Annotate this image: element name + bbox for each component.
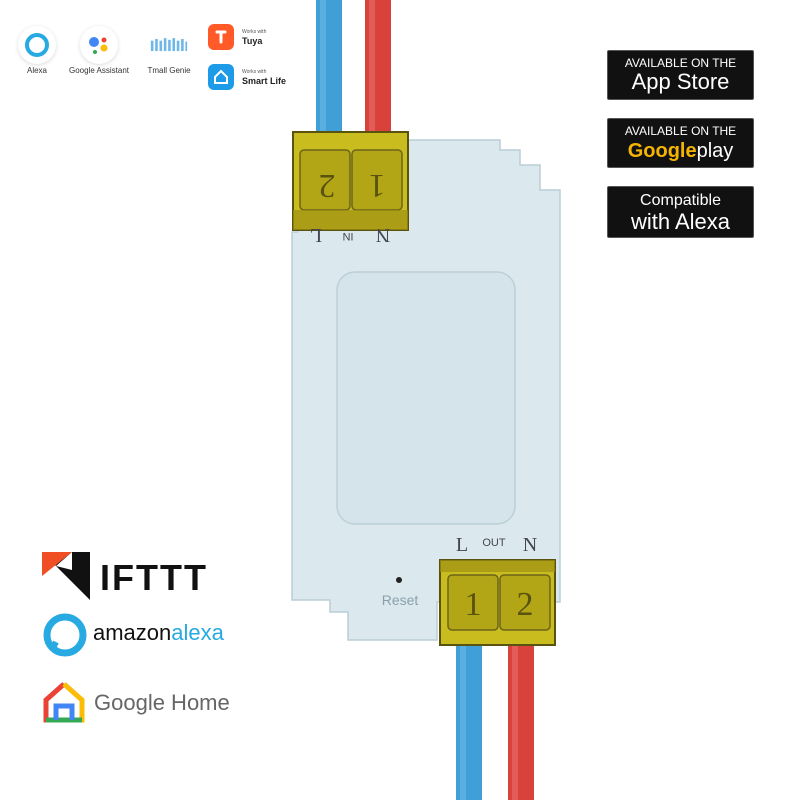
google-wordmark: Google bbox=[627, 140, 697, 162]
google-home-icon bbox=[43, 682, 85, 723]
reset-hole bbox=[396, 577, 402, 583]
alexa-compatible-badge[interactable]: Compatible with Alexa bbox=[607, 186, 754, 238]
tmall-genie-item: Tmall Genie bbox=[136, 20, 202, 75]
google-assistant-icon bbox=[80, 26, 118, 64]
top-terminal-2: 2 bbox=[319, 167, 336, 204]
bottom-terminal-2: 2 bbox=[517, 586, 534, 623]
smart-life-big-text: Smart Life bbox=[242, 76, 287, 86]
amazon-alexa-icon bbox=[43, 613, 87, 657]
alexa-label: Alexa bbox=[26, 66, 47, 75]
works-with-smart-life: Works with Smart Life bbox=[208, 64, 308, 90]
bottom-terminal-1: 1 bbox=[465, 586, 482, 623]
alexa-app-item: Alexa bbox=[4, 20, 70, 75]
tmall-genie-label: Tmall Genie bbox=[147, 66, 191, 75]
top-label-n: N bbox=[376, 224, 390, 246]
app-store-line2: App Store bbox=[631, 69, 730, 94]
google-assistant-label: Google Assistant bbox=[68, 66, 130, 75]
ifttt-icon bbox=[42, 552, 90, 600]
bottom-blue-wire bbox=[456, 640, 482, 800]
alexa-word: alexa bbox=[171, 620, 224, 645]
tmall-genie-icon bbox=[150, 26, 188, 64]
alexa-icon bbox=[18, 26, 56, 64]
bottom-label-l: L bbox=[456, 534, 468, 556]
play-word: play bbox=[696, 140, 734, 162]
bottom-red-wire bbox=[508, 640, 534, 800]
tuya-icon bbox=[208, 24, 234, 50]
google-play-line1: AVAILABLE ON THE bbox=[624, 124, 737, 138]
app-store-badge[interactable]: AVAILABLE ON THE App Store bbox=[607, 50, 754, 100]
top-terminal-1: 1 bbox=[369, 167, 386, 204]
ifttt-wordmark: IFTTT bbox=[100, 557, 208, 598]
alexa-badge-line1: Compatible bbox=[640, 192, 721, 209]
amazon-alexa-wordmark: amazonalexa bbox=[93, 620, 224, 646]
top-label-in: IN bbox=[342, 230, 353, 242]
top-blue-wire bbox=[316, 0, 342, 140]
bottom-label-n: N bbox=[523, 534, 537, 556]
reset-label: Reset bbox=[382, 592, 419, 608]
works-with-tuya: Works with Tuya bbox=[208, 24, 308, 50]
alexa-badge-line2: with Alexa bbox=[630, 209, 731, 234]
google-home-wordmark: Google Home bbox=[94, 690, 230, 715]
tuya-small-text: Works with bbox=[242, 29, 267, 35]
smart-life-small-text: Works with bbox=[242, 69, 267, 75]
google-play-badge[interactable]: AVAILABLE ON THE Googleplay bbox=[607, 118, 754, 168]
smart-life-icon bbox=[208, 64, 234, 90]
top-recessed-panel bbox=[336, 271, 516, 525]
google-assistant-item: Google Assistant bbox=[66, 20, 132, 75]
bottom-label-out: OUT bbox=[482, 537, 506, 549]
amazon-word: amazon bbox=[93, 620, 172, 645]
tuya-big-text: Tuya bbox=[242, 36, 263, 46]
app-store-line1: AVAILABLE ON THE bbox=[624, 56, 737, 70]
google-play-line2: Googleplay bbox=[608, 138, 753, 163]
top-red-wire bbox=[365, 0, 391, 140]
top-label-l: L bbox=[310, 224, 322, 246]
